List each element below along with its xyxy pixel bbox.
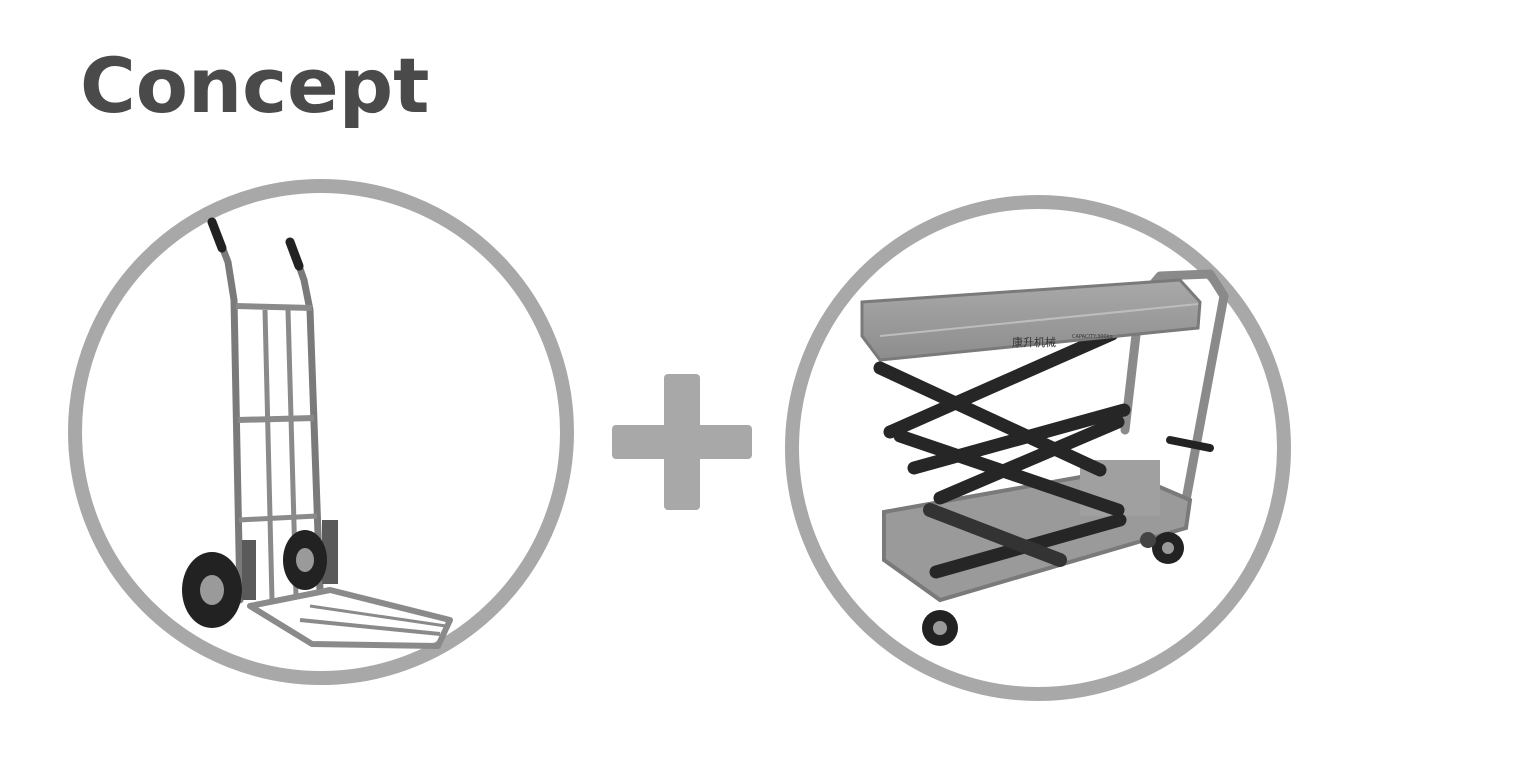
lift-table-capacity-label: CAPACITY:300kg <box>1072 334 1113 340</box>
hand-truck-photo <box>182 222 450 646</box>
plus-icon <box>612 374 752 510</box>
lift-table-panel: 康升机械 CAPACITY:300kg <box>792 202 1284 694</box>
scissor-lift-table-photo: 康升机械 CAPACITY:300kg <box>862 274 1224 646</box>
hand-truck-panel <box>75 186 567 678</box>
left-ring <box>75 186 567 678</box>
lift-table-brand-label: 康升机械 <box>1012 335 1056 349</box>
